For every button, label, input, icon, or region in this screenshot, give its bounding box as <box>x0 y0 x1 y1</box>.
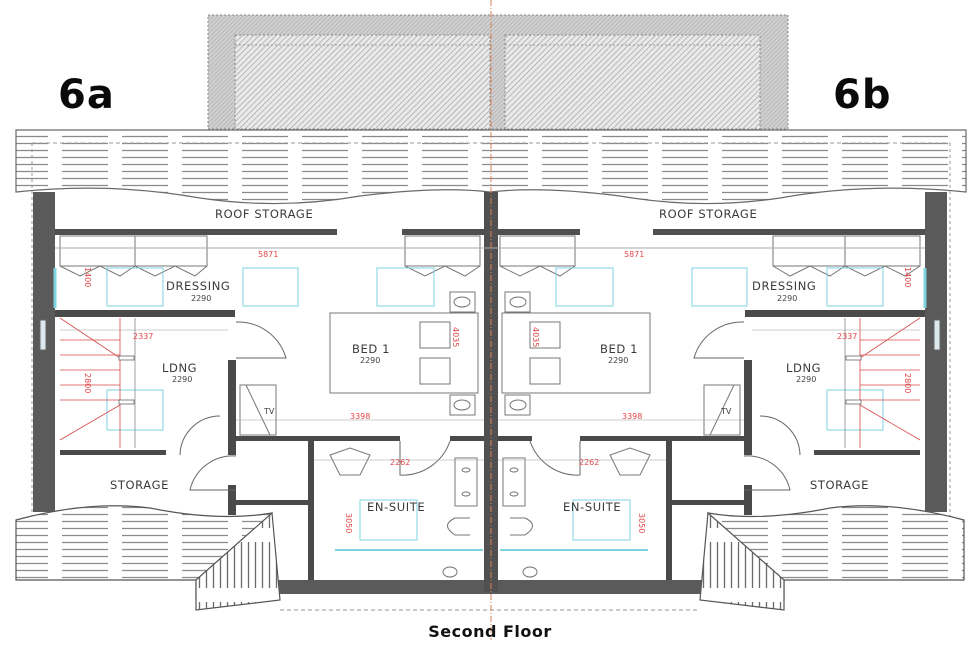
room-dressing-6b: DRESSING <box>752 279 817 293</box>
doors <box>179 321 801 491</box>
dressing-ceiling-6b: 2290 <box>777 294 798 303</box>
dim-dressing-depth-6b: 1400 <box>903 267 912 288</box>
floor-title: Second Floor <box>428 622 552 641</box>
landing-ceiling-6b: 2290 <box>796 375 817 384</box>
unit-label-6a: 6a <box>58 72 115 118</box>
room-roof-storage-6a: ROOF STORAGE <box>215 207 314 221</box>
room-roof-storage-6b: ROOF STORAGE <box>659 207 758 221</box>
ensuite-fixtures-6b <box>502 447 651 578</box>
bed-6b <box>501 291 651 416</box>
bed1-ceiling-6a: 2290 <box>360 356 381 365</box>
room-ensuite-6a: EN-SUITE <box>367 500 426 514</box>
tv-label-6a: TV <box>264 407 275 416</box>
dim-bedroom-width-6a: 3398 <box>350 412 371 421</box>
dim-bed-depth-6b: 4035 <box>531 327 540 348</box>
dim-ensuite-width-6b: 2262 <box>579 458 600 467</box>
dim-dressing-depth-6a: 1400 <box>83 267 92 288</box>
room-bed1-6b: BED 1 <box>600 342 638 356</box>
top-roof-block <box>207 14 789 130</box>
dim-stair-length-6a: 2800 <box>83 373 92 394</box>
bed1-ceiling-6b: 2290 <box>608 356 629 365</box>
tv-label-6b: TV <box>721 407 732 416</box>
staircase-6a <box>59 317 136 448</box>
exterior-walls <box>33 192 947 594</box>
dim-ensuite-length-6a: 3050 <box>344 513 353 534</box>
dim-stair-length-6b: 2800 <box>903 373 912 394</box>
dim-dressing-width-6a: 5871 <box>258 250 279 259</box>
room-dressing-6a: DRESSING <box>166 279 231 293</box>
landing-ceiling-6a: 2290 <box>172 375 193 384</box>
room-storage-6a: STORAGE <box>110 478 169 492</box>
roof-band-bottom-right <box>699 505 965 611</box>
dim-bedroom-width-6b: 3398 <box>622 412 643 421</box>
wardrobes <box>55 235 925 277</box>
room-ensuite-6b: EN-SUITE <box>563 500 622 514</box>
room-landing-6b: LDNG <box>786 361 822 375</box>
roof-storage-walls <box>55 229 925 235</box>
dim-landing-width-6a: 2337 <box>133 332 154 341</box>
roof-band-bottom-left <box>15 505 281 611</box>
ensuite-fixtures-6a <box>329 447 478 578</box>
dim-ensuite-length-6b: 3050 <box>637 513 646 534</box>
staircase-6b <box>844 317 921 448</box>
dim-bed-depth-6a: 4035 <box>451 327 460 348</box>
rooflights <box>53 267 927 551</box>
tv-units <box>239 384 741 436</box>
bed-6a <box>329 291 479 416</box>
side-windows <box>39 319 941 351</box>
dim-landing-width-6b: 2337 <box>837 332 858 341</box>
unit-label-6b: 6b <box>833 72 892 118</box>
interior-walls <box>55 310 925 580</box>
dim-dressing-width-6b: 5871 <box>624 250 645 259</box>
room-landing-6a: LDNG <box>162 361 198 375</box>
room-storage-6b: STORAGE <box>810 478 869 492</box>
dressing-ceiling-6a: 2290 <box>191 294 212 303</box>
dim-ensuite-width-6a: 2262 <box>390 458 411 467</box>
dimension-lines <box>60 329 920 461</box>
room-bed1-6a: BED 1 <box>352 342 390 356</box>
